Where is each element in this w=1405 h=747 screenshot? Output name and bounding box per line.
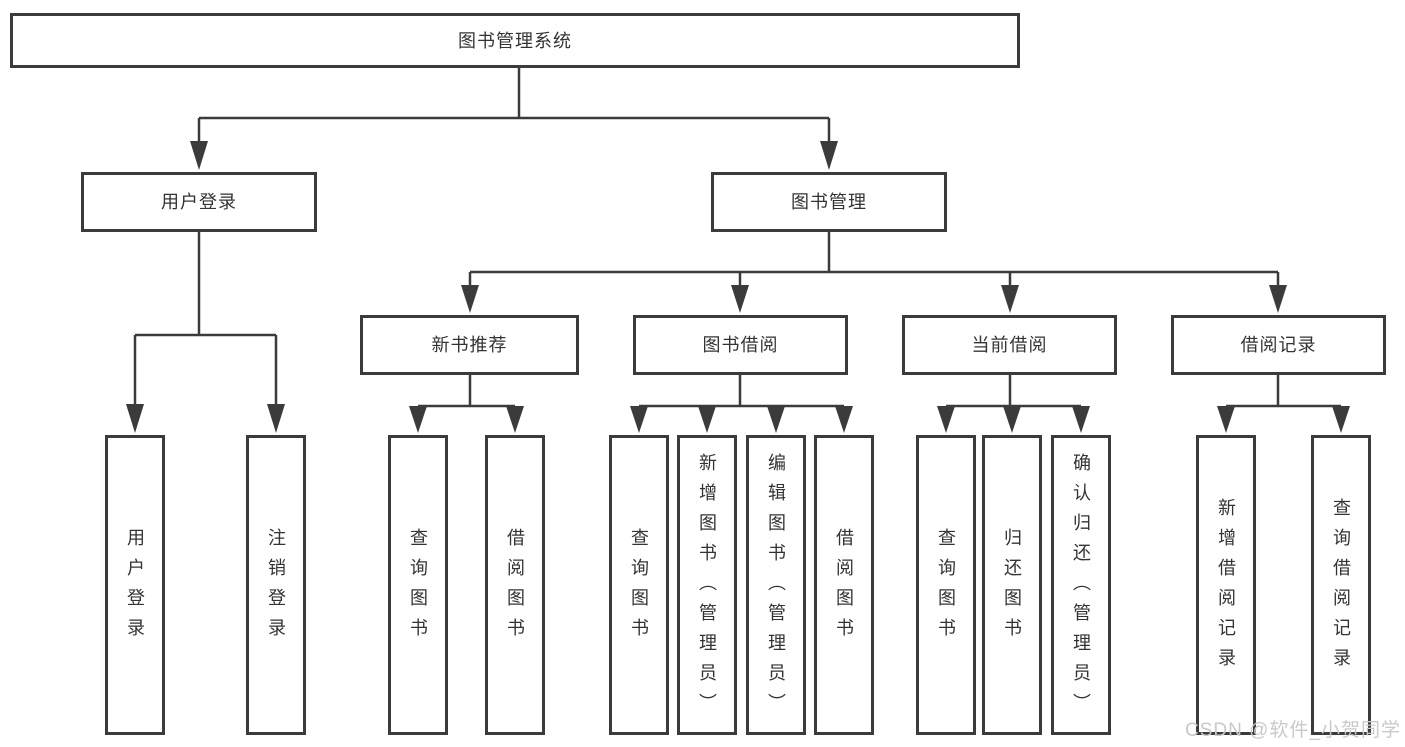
arrowhead	[126, 404, 144, 433]
arrowhead	[1072, 406, 1090, 433]
node-return-books: 归还图书	[982, 435, 1042, 735]
connector-book-mgmt-children	[468, 232, 1280, 288]
arrowhead	[190, 141, 208, 170]
arrowhead	[1001, 285, 1019, 313]
arrowhead	[506, 406, 524, 433]
arrowhead	[1003, 406, 1021, 433]
connector-user-login-children	[133, 232, 278, 408]
node-logout-login: 注销登录	[246, 435, 306, 735]
node-add-borrow-record: 新增借阅记录	[1196, 435, 1256, 735]
node-user-login-branch: 用户登录	[81, 172, 317, 232]
connector-book-borrowing-children	[639, 375, 844, 408]
node-current-borrowing: 当前借阅	[902, 315, 1117, 375]
arrowhead	[835, 406, 853, 433]
arrowhead	[267, 404, 285, 433]
arrowhead	[1217, 406, 1235, 433]
connector-new-book-rec-children	[418, 375, 515, 408]
arrowhead	[731, 285, 749, 313]
node-book-borrowing: 图书借阅	[633, 315, 848, 375]
node-query-books-3: 查询图书	[916, 435, 976, 735]
arrowhead	[461, 285, 479, 313]
node-query-borrow-record: 查询借阅记录	[1311, 435, 1371, 735]
arrowhead	[937, 406, 955, 433]
node-library-management-system: 图书管理系统	[10, 13, 1020, 68]
node-new-book-recommendation: 新书推荐	[360, 315, 579, 375]
node-add-book-admin: 新增图书（管理员）	[677, 435, 737, 735]
arrowhead	[409, 406, 427, 433]
node-edit-book-admin: 编辑图书（管理员）	[746, 435, 806, 735]
node-borrowing-records: 借阅记录	[1171, 315, 1386, 375]
node-query-books-2: 查询图书	[609, 435, 669, 735]
node-user-login-leaf: 用户登录	[105, 435, 165, 735]
arrowhead	[820, 141, 838, 170]
connector-root-to-branches	[197, 68, 831, 144]
node-query-books-1: 查询图书	[388, 435, 448, 735]
arrowhead	[1332, 406, 1350, 433]
arrowheads	[126, 141, 1350, 433]
arrowhead	[698, 406, 716, 433]
arrowhead	[630, 406, 648, 433]
node-confirm-return-admin: 确认归还（管理员）	[1051, 435, 1111, 735]
node-book-management: 图书管理	[711, 172, 947, 232]
arrowhead	[767, 406, 785, 433]
node-borrow-books-2: 借阅图书	[814, 435, 874, 735]
node-borrow-books-1: 借阅图书	[485, 435, 545, 735]
connector-borrowing-records-children	[1226, 375, 1341, 408]
connector-current-borrowing-children	[946, 375, 1081, 408]
arrowhead	[1269, 285, 1287, 313]
csdn-watermark: CSDN @软件_小贺同学	[1185, 720, 1401, 741]
